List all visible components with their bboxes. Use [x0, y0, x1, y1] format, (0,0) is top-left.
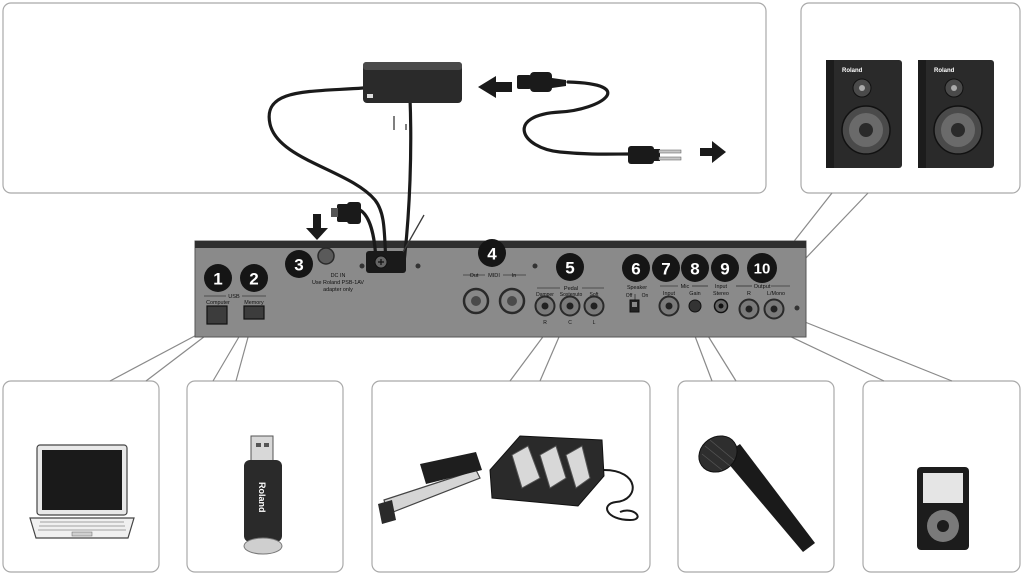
svg-text:1: 1: [213, 270, 222, 289]
laptop-computer: [29, 444, 135, 539]
monitor-speaker-right: Roland: [918, 60, 994, 168]
portable-audio-player: [917, 467, 969, 550]
usb-memory-port[interactable]: [243, 305, 265, 320]
badge-7: [652, 254, 680, 282]
cable-hook: [366, 251, 406, 273]
usb-computer-port[interactable]: [206, 305, 228, 325]
input-stereo-label: Stereo: [713, 291, 729, 297]
down-arrow-icon: [306, 214, 328, 240]
midi-out-label: Out: [470, 273, 479, 279]
svg-text:10: 10: [754, 261, 771, 278]
badge-4: [478, 239, 506, 267]
microphone: [698, 435, 815, 552]
triple-pedal-unit: [489, 435, 639, 522]
svg-text:2: 2: [249, 270, 258, 289]
number-badges: 1 2 3 4 5 6 7 8 9 10: [204, 239, 777, 292]
power-adapter-assembly: [267, 62, 682, 273]
badge-2: [240, 264, 268, 292]
mic-group-label: Mic: [681, 284, 690, 290]
svg-text:6: 6: [631, 260, 640, 279]
left-arrow-icon: [478, 76, 512, 98]
pedal-soft-label: Soft: [590, 292, 600, 298]
ac-inlet-plug: [517, 72, 566, 92]
right-arrow-icon: [700, 141, 726, 163]
dc-plug: [331, 202, 361, 224]
mic-input-label: Input: [663, 291, 675, 297]
midi-group-label: MIDI: [488, 273, 500, 279]
svg-text:3: 3: [294, 256, 303, 275]
badge-5: [556, 253, 584, 281]
panel-labels: USB Computer Memory DC IN Use Roland PSB…: [206, 273, 785, 326]
speaker-on-label: On: [642, 293, 649, 299]
svg-text:Roland: Roland: [934, 68, 955, 74]
dc-in-jack[interactable]: [317, 247, 335, 265]
svg-text:Roland: Roland: [257, 482, 267, 513]
badge-3: [285, 250, 313, 278]
monitor-speaker-left: Roland: [826, 60, 902, 168]
usb-memory-stick: Roland: [243, 435, 283, 555]
usb-group-label: USB: [228, 294, 240, 300]
pedal-c-label: C: [568, 320, 572, 326]
output-lmono-label: L/Mono: [767, 291, 785, 297]
pedal-r-label: R: [543, 320, 547, 326]
svg-text:4: 4: [487, 245, 497, 264]
wall-plug: [628, 146, 682, 164]
svg-text:8: 8: [690, 260, 699, 279]
mic-gain-knob[interactable]: [688, 299, 702, 313]
usb-computer-label: Computer: [206, 300, 230, 306]
speaker-off-label: Off: [626, 293, 633, 299]
badge-6: [622, 254, 650, 282]
usb-memory-label: Memory: [244, 300, 264, 306]
badge-8: [681, 254, 709, 282]
badge-1: [204, 264, 232, 292]
output-r-label: R: [747, 291, 751, 297]
badge-10: [747, 253, 777, 283]
mic-gain-label: Gain: [689, 291, 700, 297]
leader-lines: [109, 192, 953, 382]
svg-text:7: 7: [661, 260, 670, 279]
pedal-group-label: Pedal: [564, 286, 578, 292]
dc-in-label: DC IN: [331, 273, 346, 279]
ac-adapter: [363, 62, 462, 103]
input-label: Input: [715, 284, 727, 290]
svg-text:5: 5: [565, 259, 574, 278]
output-group-label: Output: [754, 284, 771, 290]
pedal-damper-label: Damper: [536, 292, 554, 298]
damper-pedal: [378, 452, 482, 524]
speaker-label: Speaker: [627, 285, 647, 291]
svg-text:Roland: Roland: [842, 68, 863, 74]
pedal-sostenuto-label: Sostenuto: [560, 292, 583, 298]
midi-in-label: In: [512, 273, 517, 279]
pedal-l-label: L: [593, 320, 596, 326]
svg-text:9: 9: [720, 260, 729, 279]
dc-in-note-2: adapter only: [323, 287, 353, 293]
dc-in-note: Use Roland PSB-1AV: [312, 280, 364, 286]
badge-9: [711, 254, 739, 282]
